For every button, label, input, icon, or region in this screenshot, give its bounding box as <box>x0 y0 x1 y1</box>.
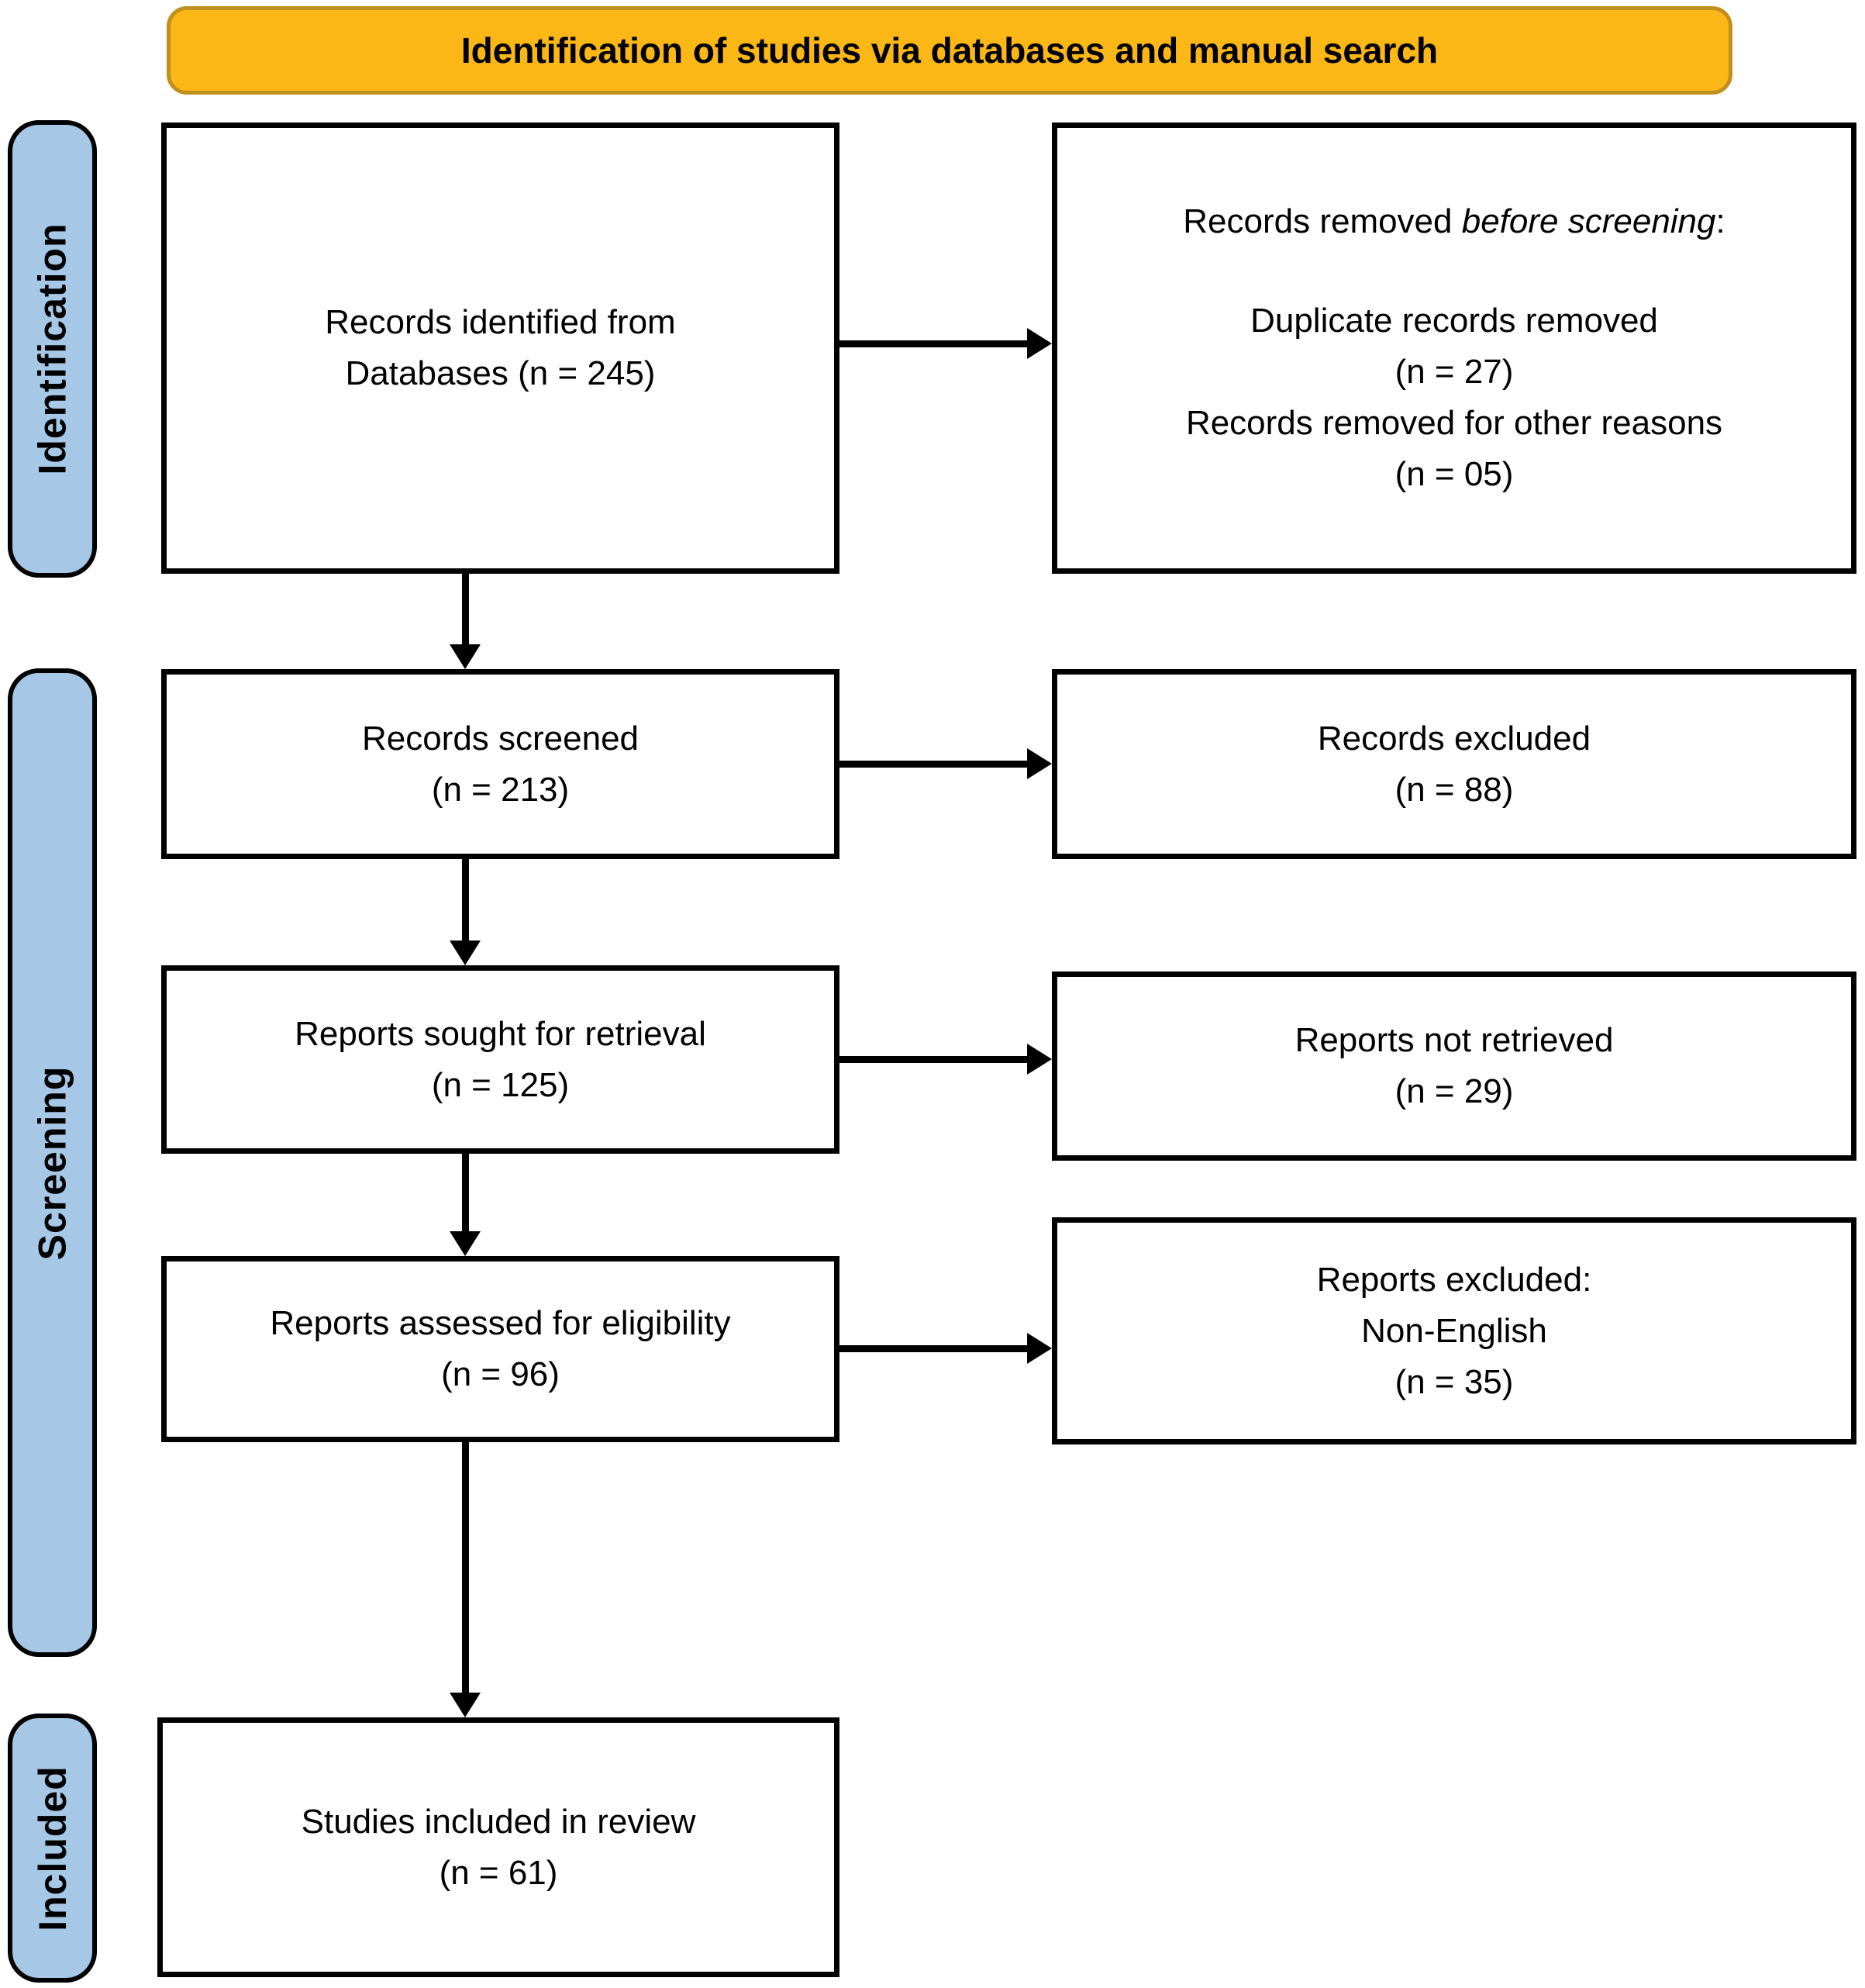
stage-included-label: Included <box>30 1765 74 1931</box>
box-records-screened: Records screened (n = 213) <box>161 669 839 859</box>
box-studies-included: Studies included in review (n = 61) <box>157 1717 839 1977</box>
stage-screening-label: Screening <box>30 1065 74 1260</box>
stage-identification-label: Identification <box>30 223 74 475</box>
box-line: Reports excluded: <box>1316 1260 1592 1299</box>
box-records-excluded: Records excluded (n = 88) <box>1052 669 1856 859</box>
box-reports-excluded: Reports excluded: Non-English (n = 35) <box>1052 1217 1856 1444</box>
box-title-prefix: Records removed <box>1183 202 1462 240</box>
arrow-sought-to-assessed-line <box>462 1154 469 1233</box>
stage-screening: Screening <box>8 668 97 1657</box>
box-line: Duplicate records removed <box>1250 302 1658 340</box>
box-reports-assessed: Reports assessed for eligibility (n = 96… <box>161 1256 839 1442</box>
arrow-sought-to-notretrieved-line <box>839 1056 1029 1063</box>
arrow-assessed-to-reportsexcluded-line <box>839 1345 1029 1352</box>
box-reports-not-retrieved: Reports not retrieved (n = 29) <box>1052 972 1856 1161</box>
arrow-identified-to-removed-line <box>839 340 1029 347</box>
box-line: Records removed for other reasons <box>1185 404 1723 442</box>
arrow-identified-to-removed-head <box>1027 328 1052 359</box>
box-line: (n = 213) <box>431 770 570 809</box>
box-line: Reports not retrieved <box>1294 1021 1614 1059</box>
banner-title-text: Identification of studies via databases … <box>460 30 1439 71</box>
arrow-sought-to-notretrieved-head <box>1027 1044 1052 1075</box>
box-line: (n = 61) <box>439 1853 558 1892</box>
box-line: Databases (n = 245) <box>345 354 656 392</box>
box-reports-sought: Reports sought for retrieval (n = 125) <box>161 965 839 1154</box>
box-title-italic: before screening <box>1461 202 1716 240</box>
box-line: Reports sought for retrieval <box>295 1014 706 1053</box>
box-line: (n = 05) <box>1394 455 1514 493</box>
stage-included: Included <box>8 1714 97 1983</box>
box-line: (n = 88) <box>1394 770 1514 809</box>
arrow-assessed-to-included-line <box>462 1441 469 1694</box>
box-line: Records excluded <box>1317 719 1591 758</box>
stage-identification: Identification <box>8 120 97 578</box>
box-line: Records screened <box>361 719 639 758</box>
box-title-suffix: : <box>1715 202 1725 240</box>
arrow-screened-to-excluded-line <box>839 761 1029 768</box>
arrow-screened-to-excluded-head <box>1027 748 1052 779</box>
arrow-screened-to-sought-line <box>462 859 469 942</box>
arrow-identified-to-screened-line <box>462 574 469 647</box>
box-line: (n = 27) <box>1394 353 1514 391</box>
box-line: (n = 96) <box>441 1355 560 1393</box>
box-records-removed: Records removed before screening: Duplic… <box>1052 123 1856 574</box>
arrow-assessed-to-reportsexcluded-head <box>1027 1333 1052 1364</box>
arrow-sought-to-assessed-head <box>450 1231 481 1256</box>
box-line: Records identified from <box>325 303 676 341</box>
box-title: Records removed before screening: <box>1183 196 1725 247</box>
box-line: (n = 29) <box>1394 1072 1514 1110</box>
banner-title: Identification of studies via databases … <box>167 6 1732 95</box>
box-line: Reports assessed for eligibility <box>270 1304 731 1342</box>
box-line: (n = 125) <box>431 1065 570 1104</box>
arrow-screened-to-sought-head <box>450 941 481 965</box>
box-line: (n = 35) <box>1394 1362 1514 1401</box>
arrow-identified-to-screened-head <box>450 644 481 669</box>
box-line: Non-English <box>1361 1311 1547 1350</box>
box-line: Studies included in review <box>301 1802 696 1841</box>
arrow-assessed-to-included-head <box>450 1693 481 1717</box>
box-records-identified: Records identified from Databases (n = 2… <box>161 123 839 574</box>
